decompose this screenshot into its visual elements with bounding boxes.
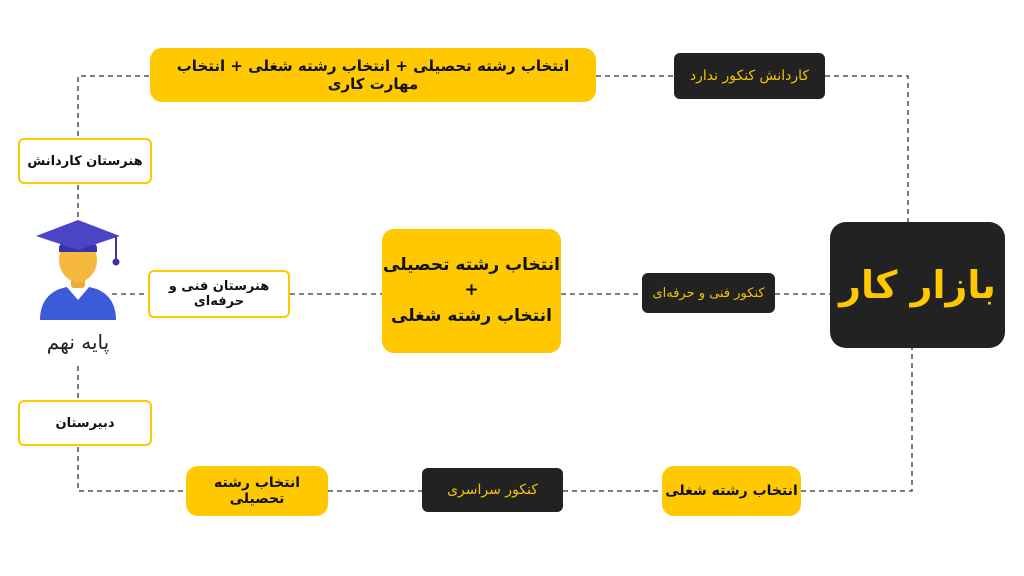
graduate-student-icon <box>36 220 120 320</box>
bottom-education-selection-text: انتخاب رشته تحصیلی <box>213 475 301 507</box>
school-kardanesh-text: هنرستان کاردانش <box>27 153 143 169</box>
fani-exam-text: کنکور فنی و حرفه‌ای <box>652 285 765 301</box>
fani-exam-box: کنکور فنی و حرفه‌ای <box>642 273 775 313</box>
national-exam-text: کنکور سراسری <box>447 482 538 498</box>
bottom-job-selection-box: انتخاب رشته شغلی <box>662 466 801 516</box>
school-dabirestan-box: دبیرستان <box>18 400 152 446</box>
center-plus-text: + <box>464 280 479 301</box>
bottom-job-selection-text: انتخاب رشته شغلی <box>665 483 798 499</box>
job-market-box: بازار کار <box>830 222 1005 348</box>
school-fani-box: هنرستان فنی و حرفه‌ای <box>148 270 290 318</box>
center-line1-text: انتخاب رشته تحصیلی <box>383 254 560 275</box>
student-label: پایه نهم <box>46 330 110 354</box>
kardanesh-no-exam-box: کاردانش کنکور ندارد <box>674 53 825 99</box>
school-kardanesh-box: هنرستان کاردانش <box>18 138 152 184</box>
national-exam-box: کنکور سراسری <box>422 468 563 512</box>
kardanesh-no-exam-text: کاردانش کنکور ندارد <box>689 68 810 84</box>
school-dabirestan-text: دبیرستان <box>55 415 115 431</box>
top-selection-text: انتخاب رشته تحصیلی + انتخاب رشته شغلی + … <box>176 57 570 93</box>
center-selection-box: انتخاب رشته تحصیلی + انتخاب رشته شغلی <box>382 229 561 353</box>
school-fani-text: هنرستان فنی و حرفه‌ای <box>168 279 270 309</box>
bottom-education-selection-box: انتخاب رشته تحصیلی <box>186 466 328 516</box>
center-line2-text: انتخاب رشته شغلی <box>391 305 552 326</box>
job-market-text: بازار کار <box>839 263 996 307</box>
top-selection-box: انتخاب رشته تحصیلی + انتخاب رشته شغلی + … <box>150 48 596 102</box>
